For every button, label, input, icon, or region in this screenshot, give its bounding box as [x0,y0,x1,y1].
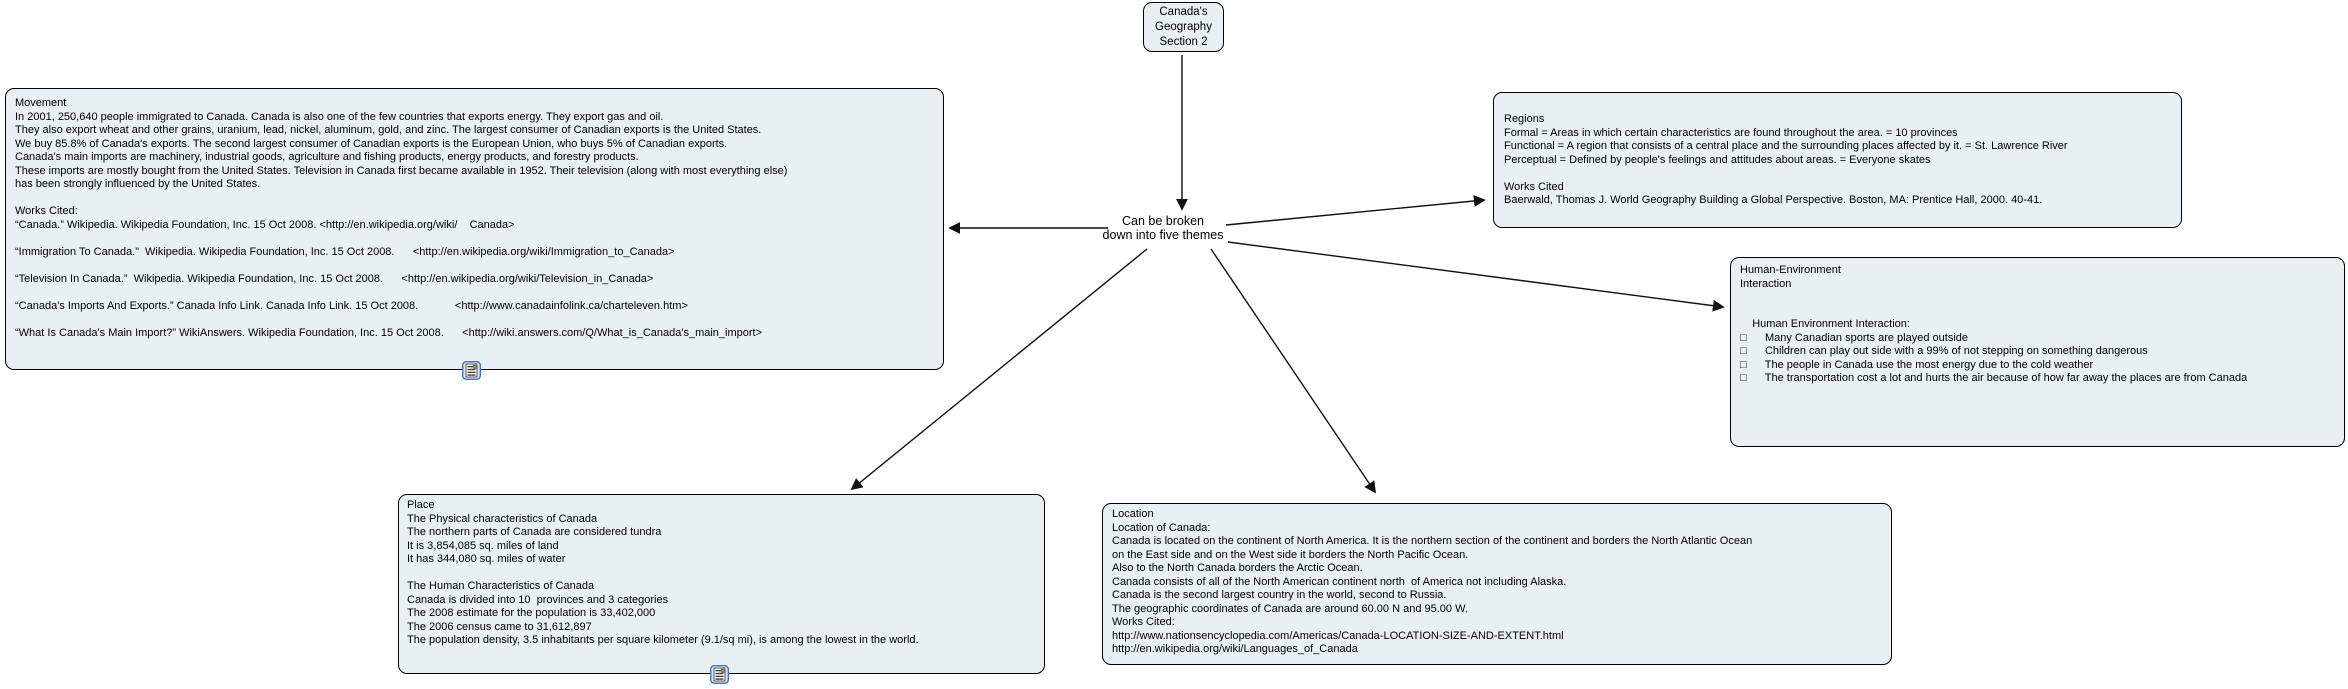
node-movement-text: Movement In 2001, 250,640 people immigra… [15,97,788,339]
node-movement[interactable]: Movement In 2001, 250,640 people immigra… [5,88,944,370]
connector-center-to-human-environment [1227,241,1725,312]
note-icon[interactable] [710,665,729,684]
connector-center-to-regions [1225,195,1486,226]
node-human-environment-text: Human-Environment Interaction Human Envi… [1740,264,2248,384]
node-location[interactable]: Location Location of Canada: Canada is l… [1102,503,1892,665]
node-canadas-geography-label: Canada's Geography Section 2 [1155,5,1212,48]
node-place-text: Place The Physical characteristics of Ca… [407,499,919,646]
node-regions-text: Regions Formal = Areas in which certain … [1504,113,2068,206]
node-center-theme-label[interactable]: Can be broken down into five themes [1102,214,1224,242]
connector-center-to-location [1210,248,1376,494]
node-place[interactable]: Place The Physical characteristics of Ca… [398,494,1045,674]
node-location-text: Location Location of Canada: Canada is l… [1112,508,1753,655]
node-regions[interactable]: Regions Formal = Areas in which certain … [1493,92,2182,228]
node-human-environment-interaction[interactable]: Human-Environment Interaction Human Envi… [1730,257,2345,447]
note-icon[interactable] [462,361,481,380]
node-canadas-geography-section-2[interactable]: Canada's Geography Section 2 [1143,2,1224,52]
